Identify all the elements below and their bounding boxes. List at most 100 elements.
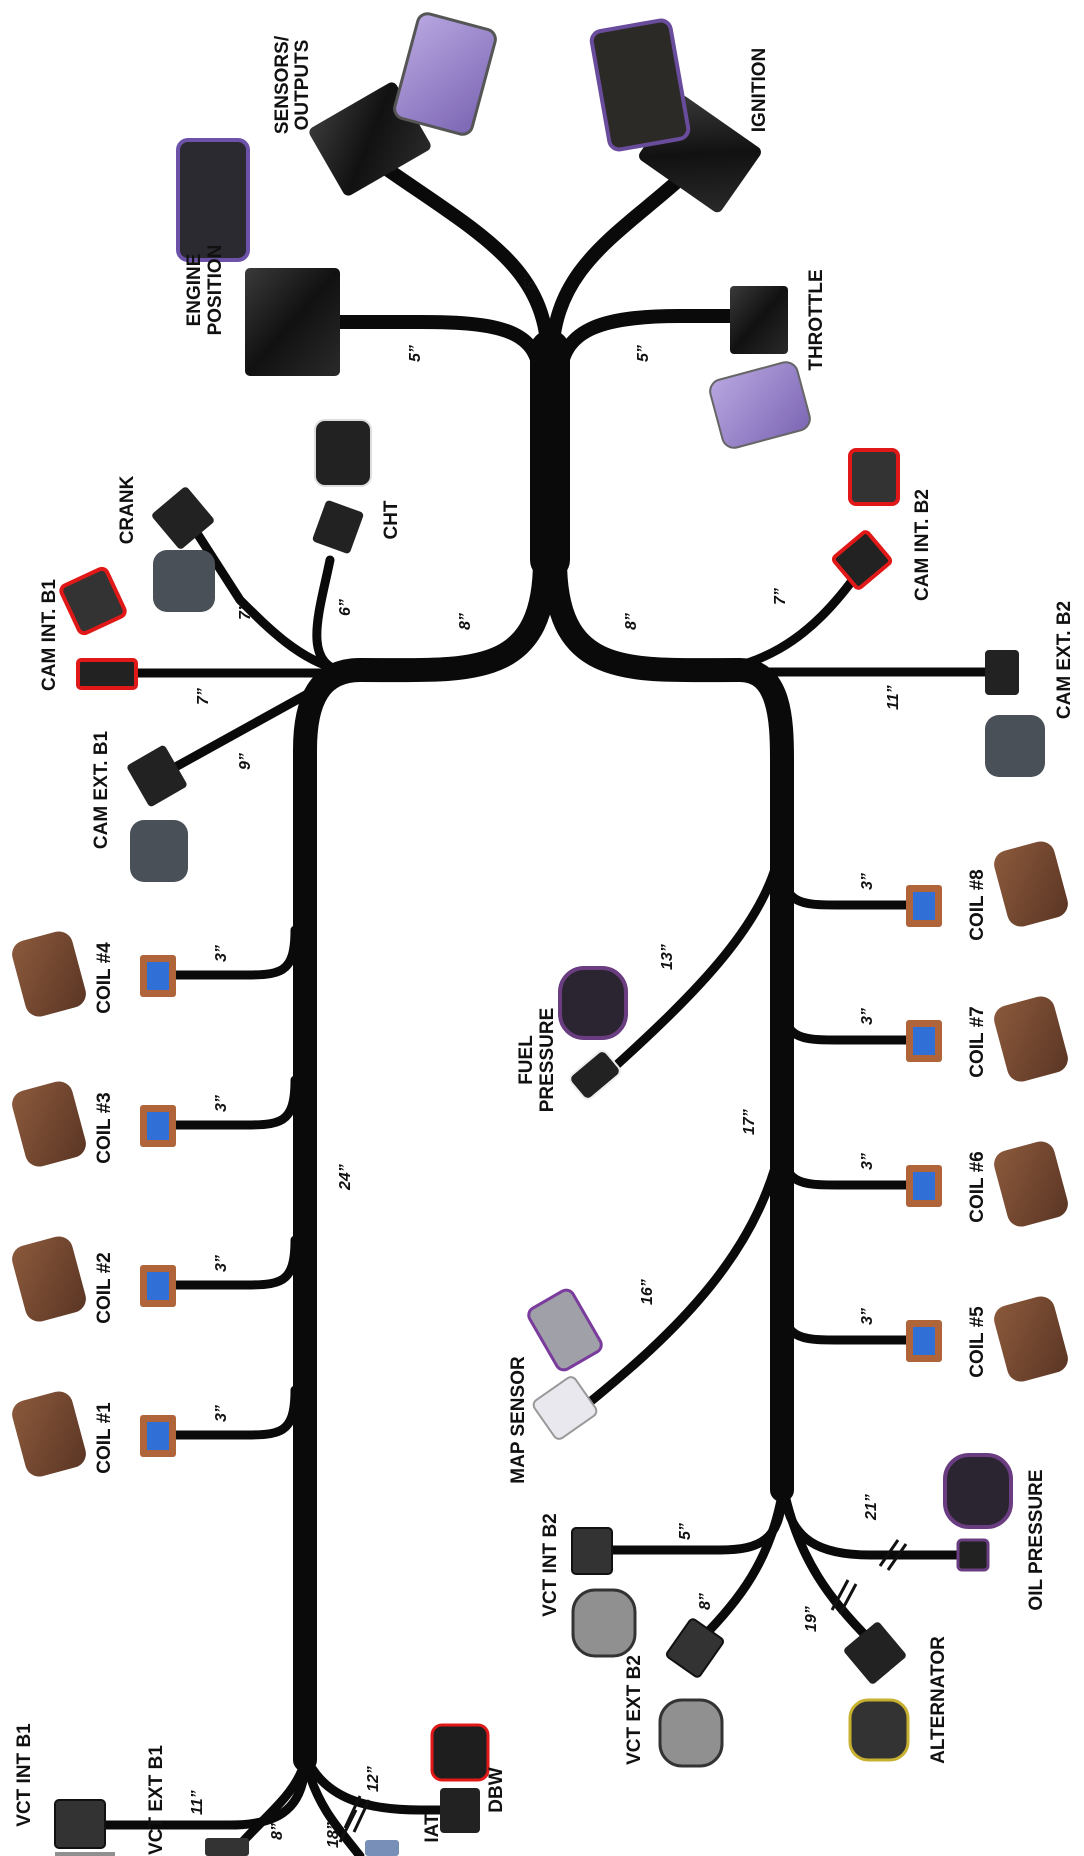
label-cam-int-b2: CAM INT. B2 (912, 489, 933, 601)
cam-int-b1-connector-icon (76, 658, 138, 690)
label-coil-8: COIL #8 (967, 869, 988, 940)
label-vct-int-b2: VCT INT B2 (540, 1513, 561, 1616)
coil-7-wire (777, 990, 925, 1045)
cam-ext-b1-photo-icon (130, 820, 188, 882)
length-cam-int-b1: 7” (195, 688, 212, 705)
label-coil-1: COIL #1 (94, 1402, 115, 1474)
label-coil-3: COIL #3 (94, 1092, 115, 1163)
length-map-sensor: 16” (639, 1279, 656, 1305)
length-vct-int-b2: 5” (677, 1523, 694, 1540)
coil-4-insert-icon (147, 962, 169, 990)
coil-4-photo-icon (12, 931, 86, 1017)
alternator-wire (780, 1490, 875, 1645)
harness-wires (100, 143, 1005, 1856)
length-cam-int-b2: 7” (772, 588, 789, 605)
label-coil-5: COIL #5 (967, 1306, 988, 1378)
engine-position-photo-icon (176, 138, 250, 262)
coil-2-wire (160, 1235, 300, 1290)
engine-position-wire (333, 315, 547, 387)
length-oil-pressure: 21” (863, 1494, 880, 1521)
vct-ext-b2-wire (695, 1490, 787, 1645)
label-alternator: ALTERNATOR (928, 1636, 949, 1764)
cam-int-b2-photo-icon (848, 448, 900, 506)
label-coil-2: COIL #2 (94, 1252, 115, 1323)
fuel-pressure-photo-icon (558, 966, 628, 1040)
cam-ext-b2-photo-icon (985, 715, 1045, 777)
throttle-photo-icon (709, 361, 811, 449)
label-map-sensor: MAP SENSOR (508, 1356, 529, 1484)
vct-ext-b1-connector-icon (205, 1838, 249, 1856)
length-labels: 5” 5” 5” 7” 6” 8” 8” 7” 7” 9” 11” 3” 3” … (189, 273, 902, 1848)
vct-int-b1-wire (100, 1755, 310, 1830)
coil-7-insert-icon (913, 1027, 935, 1055)
length-coil-1: 3” (213, 1405, 230, 1422)
connector-labels: SENSORS/ OUTPUTS IGNITION ENGINE POSITIO… (14, 35, 1075, 1855)
coil-1-wire (160, 1385, 300, 1440)
length-coil-4: 3” (213, 945, 230, 962)
ignition-photo-icon (589, 18, 691, 152)
length-vct-ext-b2: 8” (697, 1593, 714, 1610)
cht-photo-icon (314, 419, 372, 487)
length-coil-6: 3” (859, 1153, 876, 1170)
cam-ext-b2-connector-icon (985, 650, 1019, 695)
coil-6-photo-icon (994, 1141, 1068, 1227)
label-dbw: DBW (486, 1767, 507, 1812)
length-engine-position: 5” (407, 345, 424, 362)
label-cam-int-b1: CAM INT. B1 (39, 579, 60, 691)
coil-8-insert-icon (913, 892, 935, 920)
oil-pressure-connector-icon (956, 1538, 990, 1572)
label-ignition: IGNITION (749, 48, 770, 132)
cam-int-b2-connector-icon (831, 530, 893, 590)
dbw-photo-icon (430, 1723, 490, 1782)
left-main-wire (293, 548, 557, 1772)
coil-4-wire (160, 925, 300, 980)
coil-5-wire (777, 1290, 925, 1345)
vct-int-b2-wire (605, 1485, 787, 1555)
vct-ext-b2-connector-icon (665, 1618, 725, 1678)
crank-photo-icon (153, 550, 215, 612)
label-cam-ext-b1: CAM EXT. B1 (91, 730, 112, 849)
cam-ext-b1-wire (165, 671, 345, 775)
label-throttle: THROTTLE (806, 269, 827, 370)
length-crank: 7” (237, 603, 254, 620)
length-vct-int-b1: 11” (189, 1790, 206, 1815)
label-coil-4: COIL #4 (94, 942, 115, 1014)
length-trunk-right: 8” (623, 613, 640, 630)
sensors-outputs-photo-icon (393, 12, 497, 136)
coil-3-wire (160, 1075, 300, 1130)
length-left-main: 24” (337, 1164, 354, 1191)
coil-2-photo-icon (12, 1236, 86, 1322)
vct-int-b2-photo-icon (571, 1588, 637, 1658)
length-fuel-pressure: 13” (659, 944, 676, 970)
label-vct-ext-b1: VCT EXT B1 (146, 1745, 167, 1855)
crank-connector-icon (152, 487, 214, 549)
label-iat: IAT (422, 1813, 443, 1843)
length-cam-ext-b1: 9” (237, 753, 254, 770)
map-sensor-wire (575, 1135, 787, 1415)
alternator-connector-icon (844, 1622, 906, 1684)
alternator-photo-icon (848, 1698, 910, 1762)
coil-8-wire (777, 855, 925, 910)
label-vct-int-b1: VCT INT B1 (14, 1723, 35, 1827)
label-sensors-outputs-1: SENSORS/ (272, 35, 293, 134)
label-crank: CRANK (117, 475, 138, 544)
map-sensor-photo-icon (527, 1288, 603, 1372)
cam-ext-b1-connector-icon (127, 745, 187, 807)
coil-8-photo-icon (994, 841, 1068, 927)
sensors-outputs-wire (353, 143, 555, 367)
length-coil-2: 3” (213, 1255, 230, 1272)
length-coil-3: 3” (213, 1095, 230, 1112)
cht-wire (312, 555, 350, 677)
length-cht: 6” (337, 599, 354, 616)
ignition-wire (545, 153, 707, 367)
label-cht: CHT (381, 500, 402, 539)
break-marks (338, 1539, 908, 1843)
vct-int-b1-connector-icon (54, 1799, 106, 1849)
label-vct-ext-b2: VCT EXT B2 (624, 1655, 645, 1765)
label-oil-pressure: OIL PRESSURE (1026, 1469, 1047, 1610)
fuel-pressure-wire (595, 835, 787, 1085)
iat-connector-icon (365, 1840, 399, 1856)
coil-5-photo-icon (994, 1296, 1068, 1382)
length-alternator: 19” (803, 1606, 820, 1632)
